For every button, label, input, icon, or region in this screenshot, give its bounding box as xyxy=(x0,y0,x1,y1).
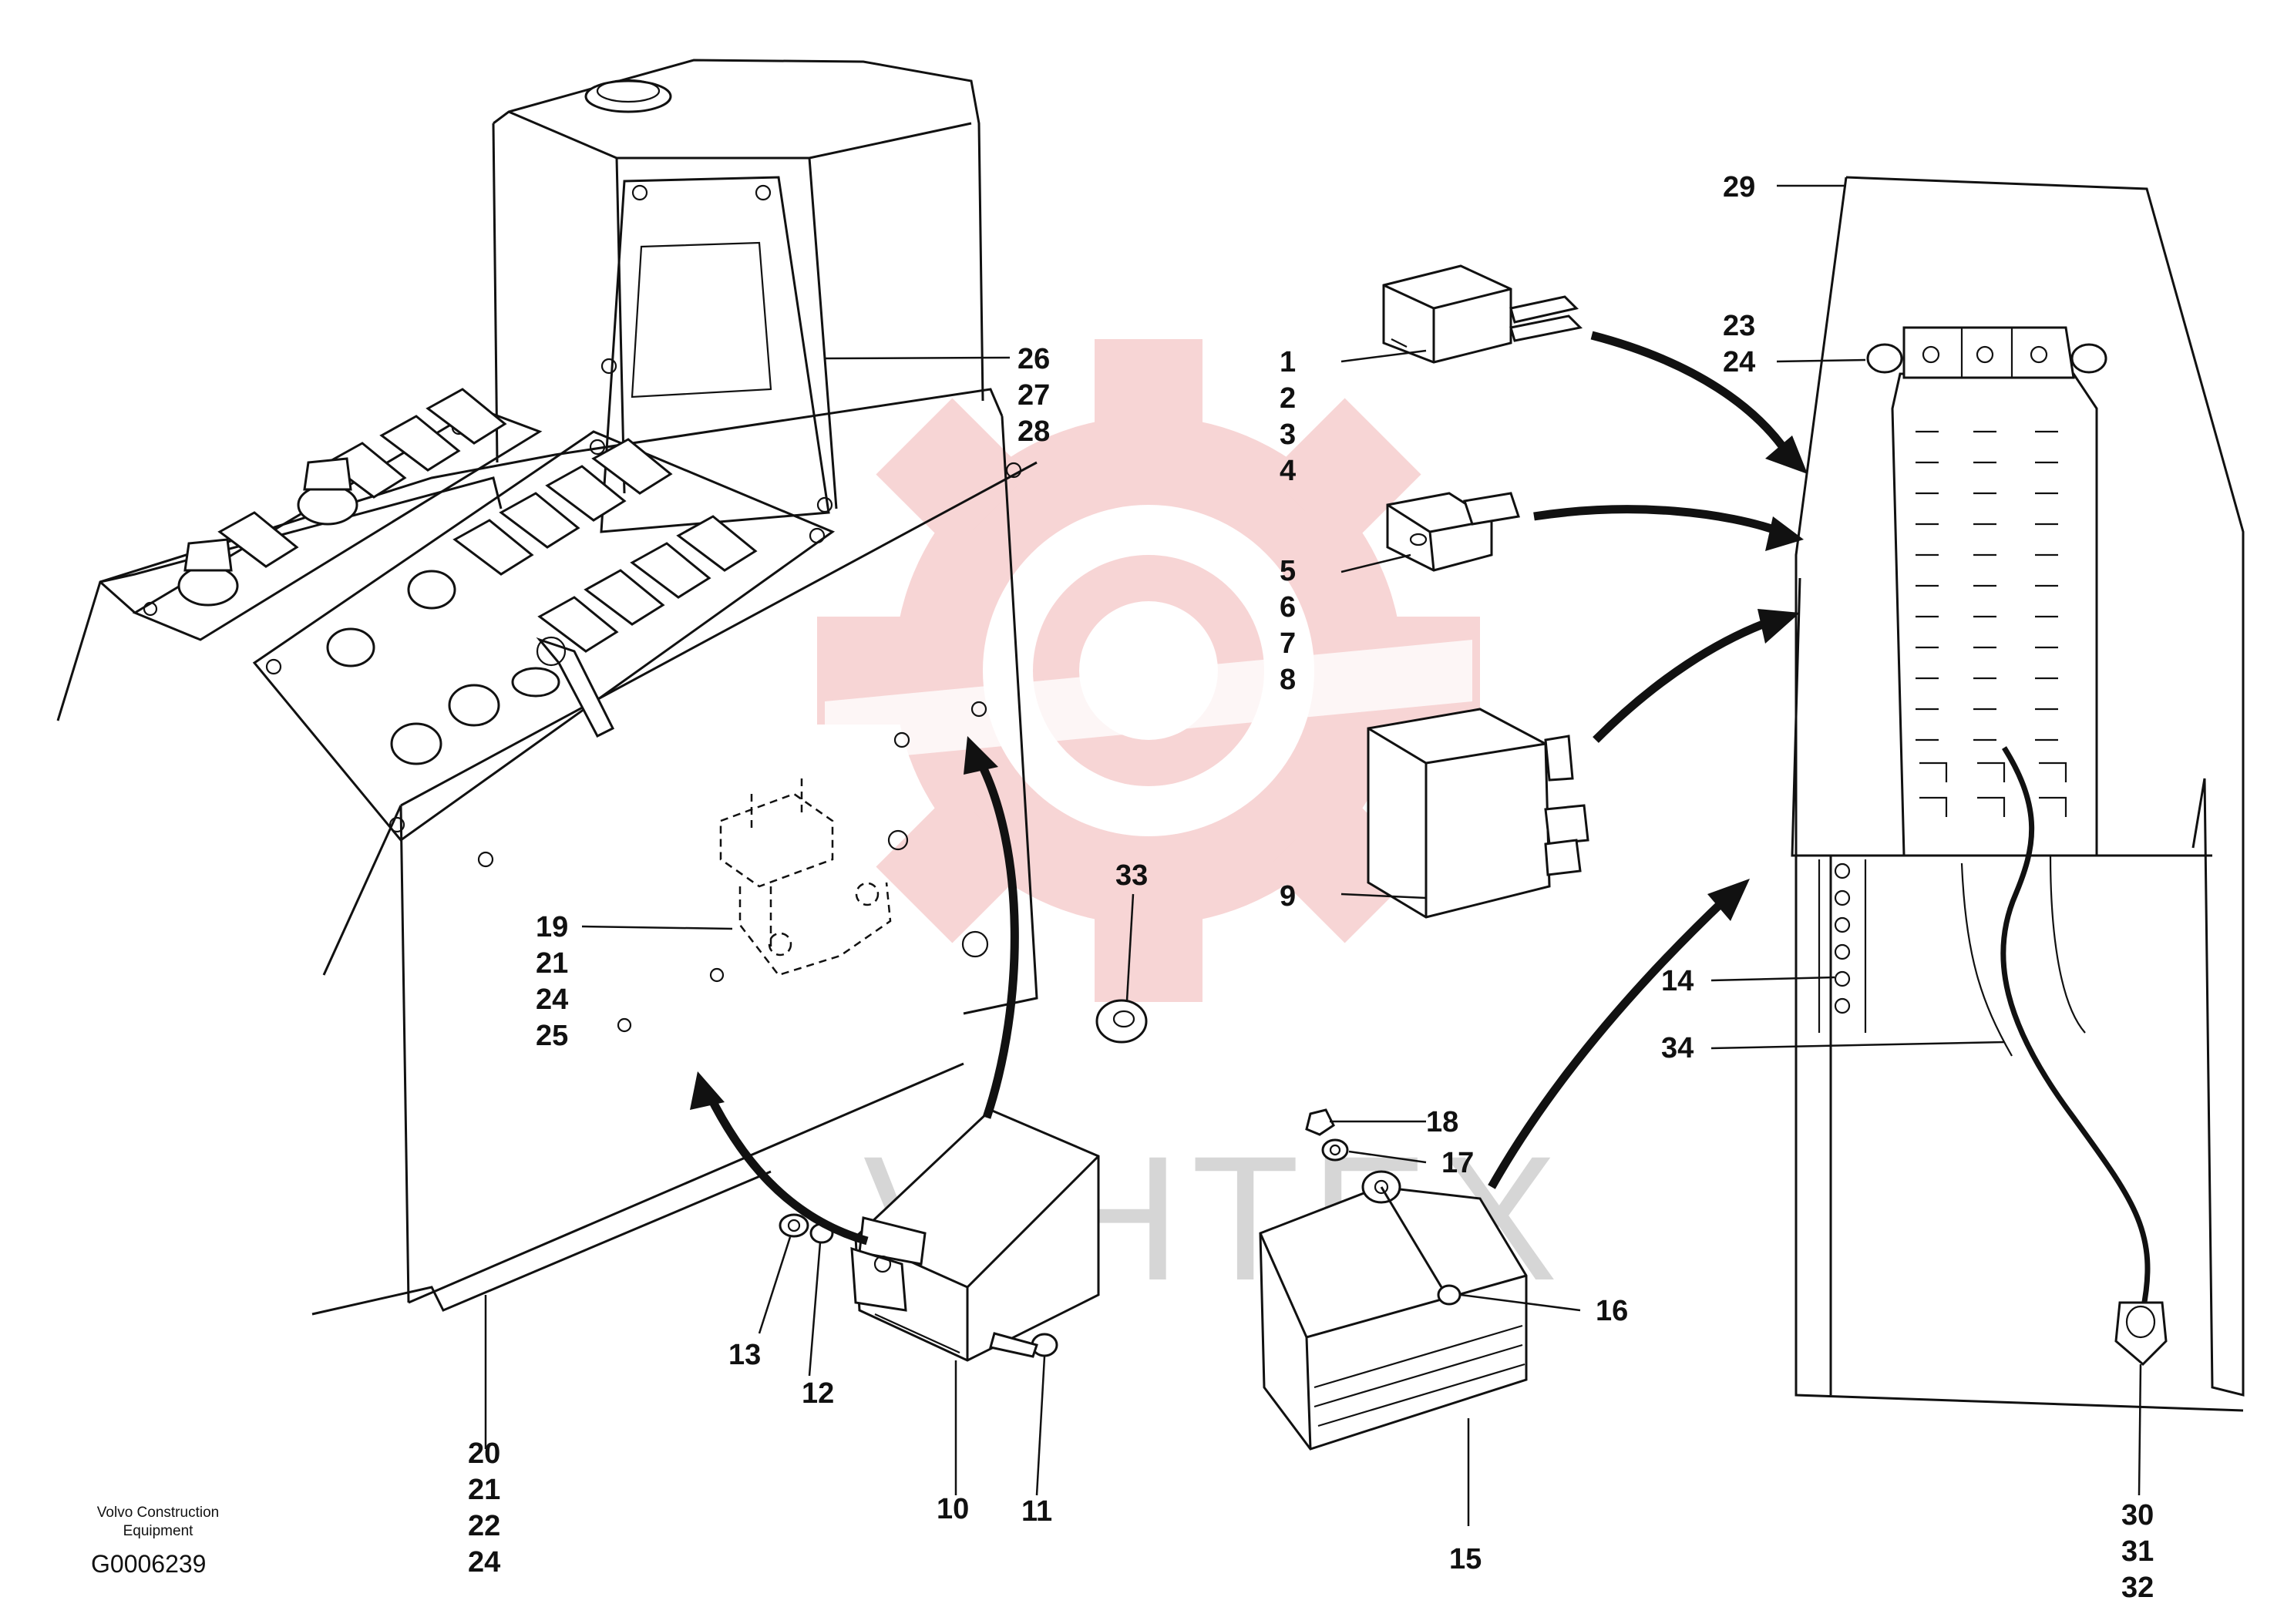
callout-6: 6 xyxy=(1280,591,1296,624)
callout-28: 28 xyxy=(1018,415,1050,448)
terminal-strip-14 xyxy=(1818,859,1867,1033)
drawing-code: G0006239 xyxy=(91,1550,206,1578)
callout-20-24: 24 xyxy=(468,1546,500,1579)
callout-7: 7 xyxy=(1280,627,1296,660)
callout-20-21: 21 xyxy=(468,1474,500,1506)
knobs-and-buttons xyxy=(177,457,500,765)
callout-14: 14 xyxy=(1661,965,1694,997)
callout-2: 2 xyxy=(1280,382,1296,415)
callout-23-24: 24 xyxy=(1723,346,1755,378)
footer: Volvo Construction Equipment G0006239 xyxy=(91,1505,219,1578)
relay-9 xyxy=(1367,708,1589,919)
wiring-harness xyxy=(1960,746,2151,1311)
fuse-box-enclosure xyxy=(1791,176,2245,1412)
callout-19: 19 xyxy=(536,911,568,943)
callout-30: 30 xyxy=(2121,1499,2154,1532)
callout-26: 26 xyxy=(1018,343,1050,375)
callout-12: 12 xyxy=(802,1377,834,1410)
callout-8: 8 xyxy=(1280,664,1296,696)
footer-company-line-2: Equipment xyxy=(123,1523,194,1539)
callout-19-21: 21 xyxy=(536,947,568,980)
plug-connector xyxy=(2114,1301,2168,1367)
callout-15: 15 xyxy=(1449,1543,1482,1575)
ignition-key-icon xyxy=(511,636,615,738)
callout-20-22: 22 xyxy=(468,1510,500,1542)
callout-18: 18 xyxy=(1426,1106,1458,1138)
callout-29: 29 xyxy=(1723,171,1755,203)
rocker-switches xyxy=(217,388,758,653)
control-unit-15 xyxy=(1259,1108,1528,1451)
callout-17: 17 xyxy=(1441,1147,1474,1179)
callout-labels: 1 2 3 4 5 6 7 8 9 10 11 12 13 14 15 16 1… xyxy=(468,171,2154,1604)
callout-11: 11 xyxy=(1021,1495,1052,1528)
callout-32: 32 xyxy=(2121,1572,2154,1604)
callout-3: 3 xyxy=(1280,419,1296,451)
callout-27: 27 xyxy=(1018,379,1050,412)
callout-19-25: 25 xyxy=(536,1020,568,1052)
fuse-slots xyxy=(1916,430,2067,817)
callout-5: 5 xyxy=(1280,555,1296,587)
blade-fuse-5-8 xyxy=(1386,492,1520,572)
callout-13: 13 xyxy=(728,1339,761,1371)
callout-20: 20 xyxy=(468,1437,500,1470)
leader-lines xyxy=(484,184,2142,1526)
callout-4: 4 xyxy=(1280,455,1296,487)
callout-19-24: 24 xyxy=(536,983,568,1016)
callout-9: 9 xyxy=(1280,880,1296,913)
assembly-arrows xyxy=(690,331,1808,1246)
watermark-logo xyxy=(817,339,1480,1002)
callout-33: 33 xyxy=(1115,859,1148,892)
callout-10: 10 xyxy=(937,1493,969,1525)
callout-34: 34 xyxy=(1661,1032,1694,1064)
dashboard-console xyxy=(56,59,1038,1316)
relay-1-4 xyxy=(1382,264,1583,364)
footer-company-line-1: Volvo Construction xyxy=(97,1505,219,1521)
callout-16: 16 xyxy=(1596,1295,1628,1327)
battery-disconnect-relay xyxy=(617,701,989,1033)
grommet-33 xyxy=(1095,999,1148,1044)
callout-1: 1 xyxy=(1280,346,1296,378)
callout-31: 31 xyxy=(2121,1535,2154,1568)
callout-23: 23 xyxy=(1723,310,1755,342)
